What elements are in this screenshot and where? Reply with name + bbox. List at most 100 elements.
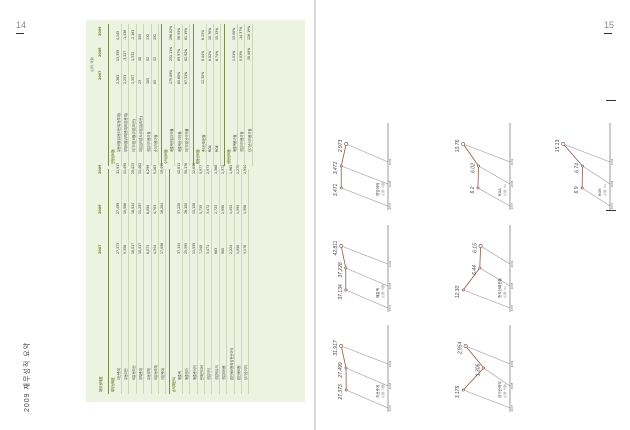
row-label: 비유동부채 bbox=[154, 365, 158, 380]
ratio-cell-2007: 179.89% bbox=[169, 69, 174, 84]
chart-guide-line bbox=[346, 389, 389, 409]
chart-x-tick: 2008 bbox=[388, 282, 392, 289]
row-label: 영업이익 bbox=[207, 368, 212, 380]
ratio-cell-2008: 13,399 bbox=[116, 49, 120, 61]
table-header-year: 2007 bbox=[98, 244, 102, 254]
chart-data-label: 3,472 bbox=[333, 162, 339, 175]
ratio-cell-2009: 192 bbox=[153, 33, 157, 40]
chart-data-label: 2,954 bbox=[458, 342, 464, 356]
chart-point bbox=[478, 266, 482, 270]
chart-point bbox=[561, 142, 566, 146]
cell-2008: 5,735 bbox=[199, 204, 203, 214]
chart-guide-line bbox=[582, 165, 611, 185]
ratio-cell-2007: 2,361 bbox=[116, 74, 120, 84]
ratio-cell-2009: -1,436 bbox=[123, 29, 128, 40]
chart-guide-line bbox=[465, 345, 511, 365]
chart-point bbox=[339, 344, 344, 348]
chart-data-label: 6.44 bbox=[472, 265, 478, 275]
ratio-row-label: 당기순이익증가율 bbox=[247, 128, 252, 152]
ratio-row-label: 영업이익증가율 bbox=[146, 131, 151, 152]
row-label: 자산총계 bbox=[117, 368, 121, 380]
chart-point bbox=[461, 142, 466, 146]
table-unit: (단위: 억원) bbox=[90, 56, 94, 72]
ratio-cell-2007: 1,357 bbox=[130, 74, 135, 84]
ratio-cell-2008: 69.97% bbox=[176, 48, 181, 61]
ratio-cell-2009: 4,145 bbox=[116, 30, 120, 40]
chart-point bbox=[344, 388, 348, 392]
book-title: 2009 재무성적 요약 bbox=[24, 341, 31, 412]
chart-x-tick: 2007 bbox=[388, 304, 392, 311]
ratio-cell-2008: 92 bbox=[145, 56, 150, 61]
ratio-cell-2009: 196.82% bbox=[169, 25, 174, 40]
chart-x-tick: 2009 bbox=[510, 260, 514, 267]
cell-2009: 5,163 bbox=[153, 164, 157, 174]
cell-2007: 6,073 bbox=[145, 244, 150, 254]
left-page-number: 14 bbox=[16, 20, 27, 30]
table-header-label: 재무상태표 bbox=[99, 376, 103, 392]
chart-guide-line bbox=[346, 143, 389, 163]
ratio-row-label: 총자산회전율 bbox=[201, 134, 206, 152]
ratio-header-year: 2007 bbox=[98, 70, 102, 80]
chart-guide-line bbox=[341, 245, 389, 265]
ratio-row-label: 자기자본순이익률 bbox=[185, 128, 190, 152]
cell-2008: 1,452 bbox=[228, 204, 233, 214]
chart-x-tick: 2007 bbox=[510, 404, 514, 411]
cell-2008: 26,100 bbox=[184, 202, 189, 214]
ratio-row-label: 매출액증가율 bbox=[232, 134, 237, 152]
ratio-row-label: 부채비율(부채총계/자본총계) bbox=[124, 113, 129, 152]
chart-guide-line bbox=[341, 165, 389, 185]
cell-2007: 663 bbox=[213, 247, 218, 254]
cell-2007: 18,017 bbox=[130, 242, 135, 254]
ratio-row-label: 자기자본비율(자본/자산) bbox=[131, 119, 136, 152]
chart-data-label: 12.30 bbox=[455, 286, 461, 299]
cell-2009: 2,954 bbox=[243, 164, 248, 174]
chart-data-label: 37,134 bbox=[338, 284, 344, 300]
chart-data-label: 27,499 bbox=[338, 362, 344, 379]
ratio-cell-2007: 85 bbox=[153, 79, 157, 84]
chart-point bbox=[461, 288, 465, 292]
chart-guide-line bbox=[581, 187, 611, 207]
cell-2008: 2,725 bbox=[213, 204, 218, 214]
chart-x-tick: 2007 bbox=[388, 202, 392, 209]
chart-data-label: 2,973 bbox=[338, 140, 344, 154]
chart-guide-line bbox=[478, 165, 511, 185]
cell-2007: 1,050 bbox=[236, 244, 240, 254]
page-gutter bbox=[314, 0, 316, 430]
ratio-row-label: 유동비율(유동자산/유동부채) bbox=[117, 113, 121, 152]
ratio-header-year: 2008 bbox=[98, 47, 102, 57]
ratio-cell-2007: 185 bbox=[145, 77, 150, 84]
cell-2007: 4,344 bbox=[153, 244, 157, 254]
cell-2008: 6,594 bbox=[145, 204, 150, 214]
chart-data-label: 6.2 bbox=[470, 186, 476, 193]
cell-2009: 1,270 bbox=[236, 164, 240, 174]
ratio-cell-2009: 10.76% bbox=[208, 27, 212, 40]
chart-subtitle: (단위: %) bbox=[603, 184, 607, 196]
cell-2007: 3,471 bbox=[206, 244, 211, 254]
chart-point bbox=[344, 366, 348, 370]
chart-x-tick: 2009 bbox=[388, 158, 392, 165]
chart-data-label: 6.74 bbox=[575, 163, 581, 173]
ratio-cell-2008: 1.01% bbox=[231, 50, 236, 61]
right-margin-rule-2 bbox=[606, 210, 616, 211]
right-header-rule bbox=[604, 33, 612, 34]
chart-data-label: 6.15 bbox=[473, 243, 479, 253]
cell-2008: 11,128 bbox=[191, 202, 196, 214]
chart-x-tick: 2008 bbox=[388, 382, 392, 389]
chart-data-label: 3,176 bbox=[455, 386, 461, 399]
chart-guide-line bbox=[345, 267, 389, 287]
ratio-cell-2009: -2,163 bbox=[130, 29, 135, 40]
